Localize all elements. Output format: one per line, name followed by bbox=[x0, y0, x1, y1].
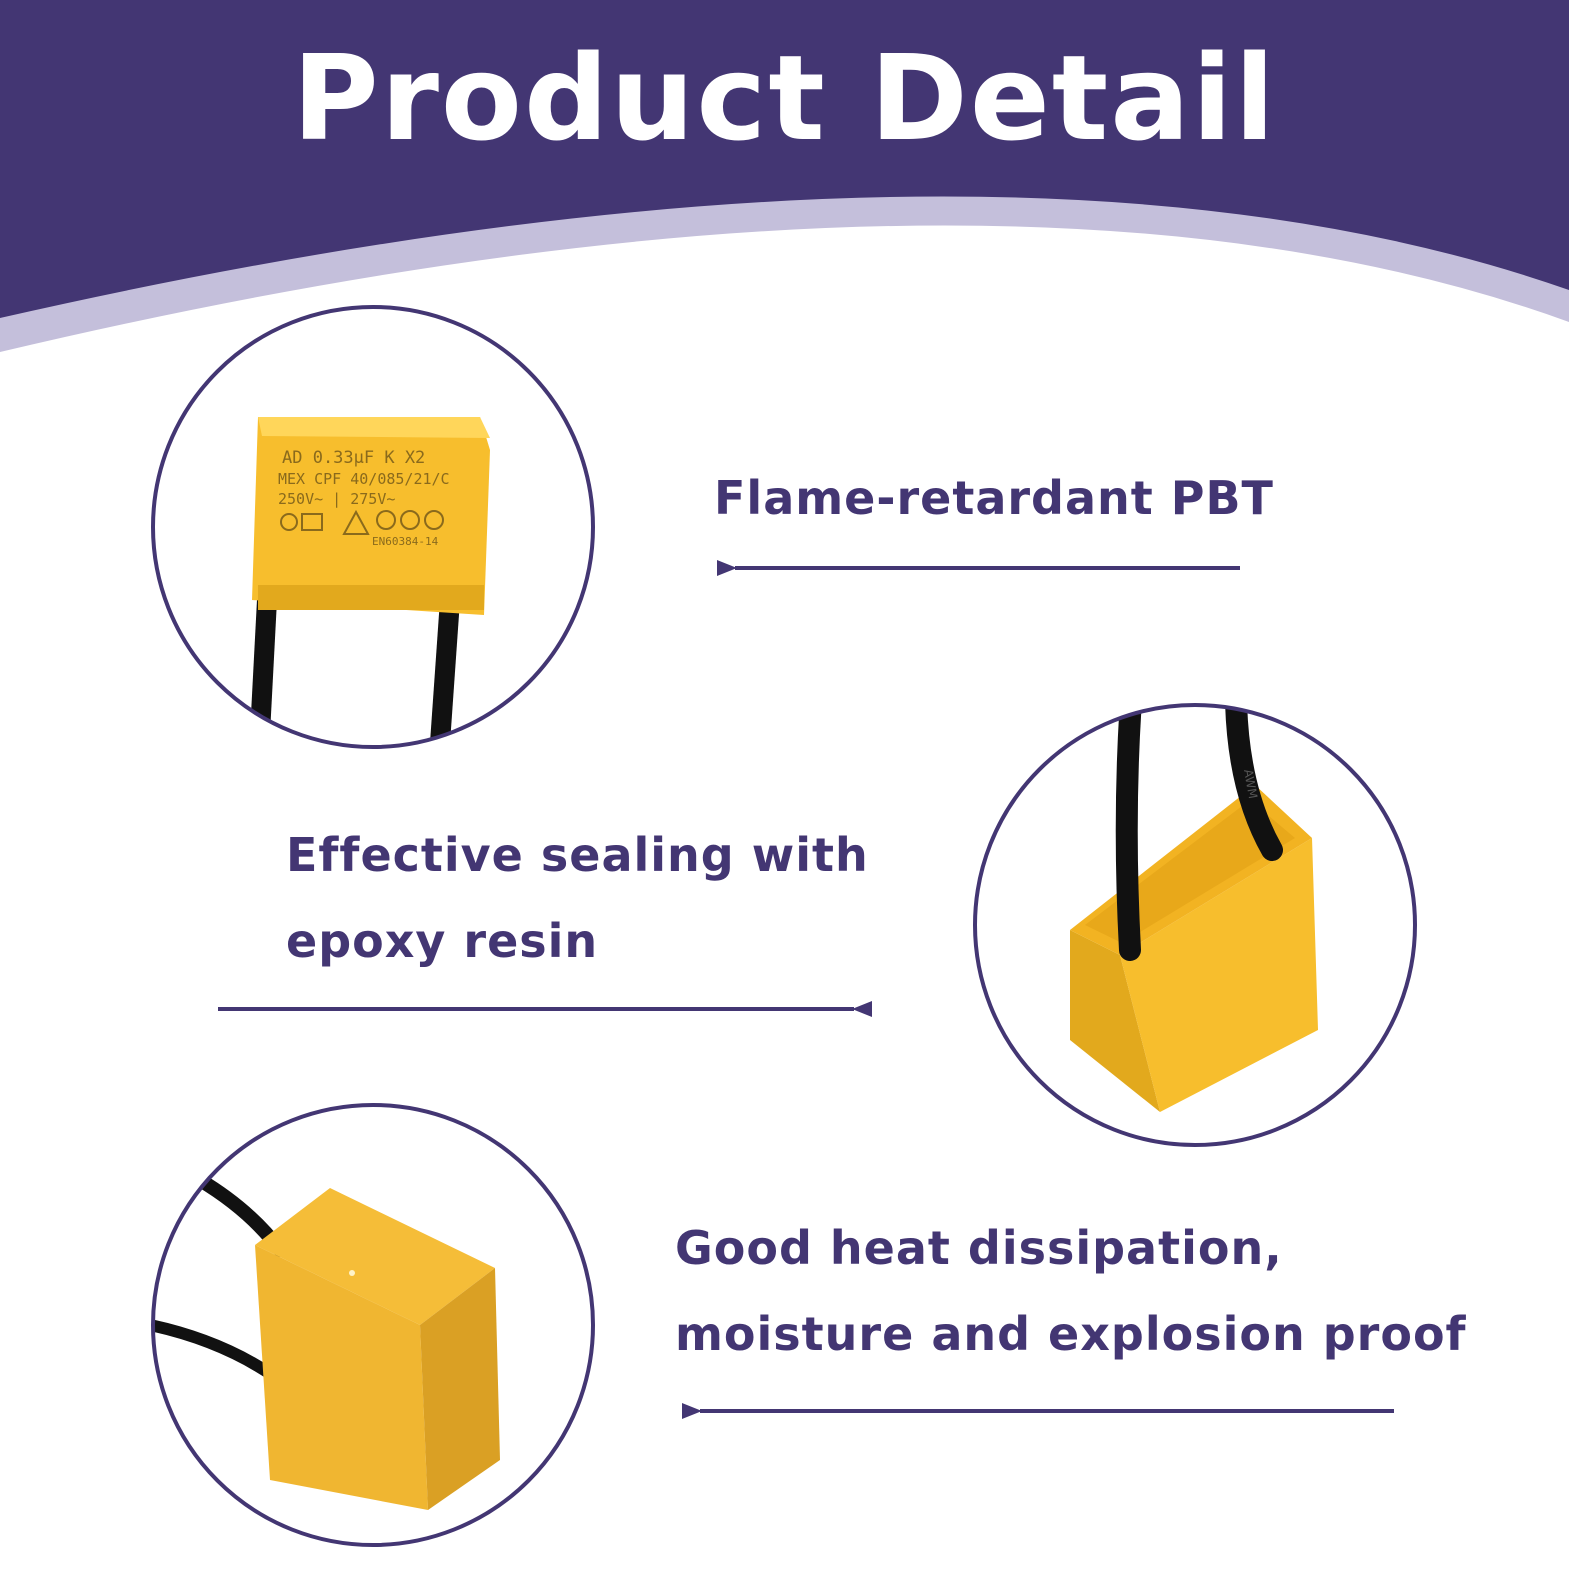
feature-caption-line: moisture and explosion proof bbox=[675, 1307, 1467, 1361]
feature-caption-line: epoxy resin bbox=[286, 914, 599, 968]
capacitor-top-edge bbox=[258, 417, 490, 438]
feature-caption-line: Good heat dissipation, bbox=[675, 1221, 1283, 1275]
header-banner bbox=[0, 0, 1569, 318]
feature-caption-flame-retardant: Flame-retardant PBT bbox=[714, 455, 1274, 541]
capacitor-body bbox=[255, 1188, 495, 1325]
page-title: Product Detail bbox=[292, 29, 1277, 167]
lead-wire-lower bbox=[153, 1319, 278, 1381]
capacitor-top-photo: AWM bbox=[973, 703, 1417, 1147]
feature-caption-line: Flame-retardant PBT bbox=[714, 471, 1274, 525]
capacitor-body bbox=[1070, 930, 1160, 1112]
feature-caption-heat-dissipation: Good heat dissipation, moisture and expl… bbox=[675, 1205, 1467, 1377]
capacitor-front-photo: AD 0.33µF K X2 MEX CPF 40/085/21/C 250V~… bbox=[151, 305, 595, 749]
wire-print: AWM bbox=[1241, 768, 1260, 800]
lead-wire-right bbox=[1225, 705, 1283, 861]
capacitor-print-line4: EN60384-14 bbox=[372, 535, 439, 548]
feature-caption-epoxy-sealing: Effective sealing with epoxy resin bbox=[286, 812, 869, 984]
capacitor-print-line3: 250V~ | 275V~ bbox=[278, 490, 395, 508]
capacitor-body bbox=[252, 417, 490, 615]
certification-marks-icon bbox=[280, 509, 444, 535]
capacitor-print-line1: AD 0.33µF K X2 bbox=[282, 448, 425, 468]
lead-wire-left bbox=[1115, 705, 1142, 961]
capacitor-print-line2: MEX CPF 40/085/21/C bbox=[278, 470, 450, 488]
capacitor-angled-photo bbox=[151, 1103, 595, 1547]
lead-wire-right bbox=[428, 594, 461, 747]
feature-caption-line: Effective sealing with bbox=[286, 828, 869, 882]
